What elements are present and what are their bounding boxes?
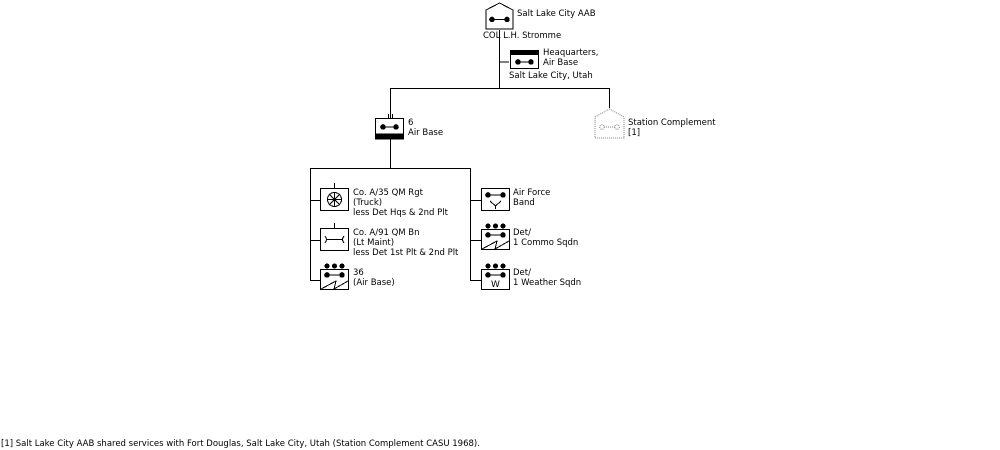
- svg-text:W: W: [491, 280, 500, 290]
- hq-label-line1: Heaquarters,: [543, 48, 599, 58]
- truck-company-symbol[interactable]: [320, 183, 349, 211]
- station-complement-line2: [1]: [628, 128, 641, 138]
- air-base-squadron-symbol[interactable]: [320, 263, 349, 291]
- footnote: [1] Salt Lake City AAB shared services w…: [1, 439, 480, 449]
- station-complement-symbol[interactable]: [594, 108, 625, 139]
- left-unit-line2: (Truck): [353, 198, 383, 208]
- hq-unit-symbol[interactable]: [510, 50, 539, 69]
- right-unit-line2: Band: [513, 198, 535, 208]
- left-unit-line2: (Air Base): [353, 278, 395, 288]
- air-base-group-symbol[interactable]: [375, 114, 404, 140]
- right-unit-label: Air Force Band: [513, 188, 550, 208]
- left-unit-line1: Co. A/35 QM Rgt: [353, 188, 423, 198]
- root-commander-label: COL L.H. Stromme: [483, 31, 562, 41]
- connector-lines: [310, 30, 610, 281]
- left-unit-line3: less Det 1st Plt & 2nd Plt: [353, 248, 459, 258]
- left-unit-label: 36 (Air Base): [353, 268, 395, 288]
- root-installation-symbol[interactable]: [485, 2, 514, 30]
- station-complement-line1: Station Complement: [628, 118, 716, 128]
- left-unit-line3: less Det Hqs & 2nd Plt: [353, 208, 448, 218]
- left-unit-label: Co. A/91 QM Bn (Lt Maint) less Det 1st P…: [353, 228, 458, 258]
- left-unit-line1: 36: [353, 268, 364, 278]
- air-base-type: Air Base: [408, 128, 444, 138]
- root-name-label: Salt Lake City AAB: [517, 9, 596, 19]
- left-unit-line1: Co. A/91 QM Bn: [353, 228, 420, 238]
- maintenance-company-symbol[interactable]: [320, 223, 349, 251]
- hq-location-label: Salt Lake City, Utah: [509, 71, 593, 81]
- commo-squadron-symbol[interactable]: [481, 223, 510, 251]
- right-unit-label: Det/ 1 Weather Sqdn: [513, 268, 581, 288]
- right-unit-label: Det/ 1 Commo Sqdn: [513, 228, 578, 248]
- left-unit-line2: (Lt Maint): [353, 238, 395, 248]
- air-base-designation: 6: [408, 118, 414, 128]
- weather-squadron-symbol[interactable]: W: [481, 263, 510, 290]
- left-unit-label: Co. A/35 QM Rgt (Truck) less Det Hqs & 2…: [353, 188, 448, 218]
- air-base-label: 6 Air Base: [408, 118, 443, 138]
- right-unit-line1: Det/: [513, 228, 531, 238]
- right-unit-line2: 1 Weather Sqdn: [513, 278, 582, 288]
- station-complement-label: Station Complement [1]: [628, 118, 716, 138]
- hq-label-line2: Air Base: [543, 58, 579, 68]
- hq-label: Heaquarters, Air Base: [543, 48, 599, 68]
- right-unit-line1: Air Force: [513, 188, 551, 198]
- right-unit-line2: 1 Commo Sqdn: [513, 238, 579, 248]
- right-unit-line1: Det/: [513, 268, 531, 278]
- band-symbol[interactable]: [481, 188, 510, 211]
